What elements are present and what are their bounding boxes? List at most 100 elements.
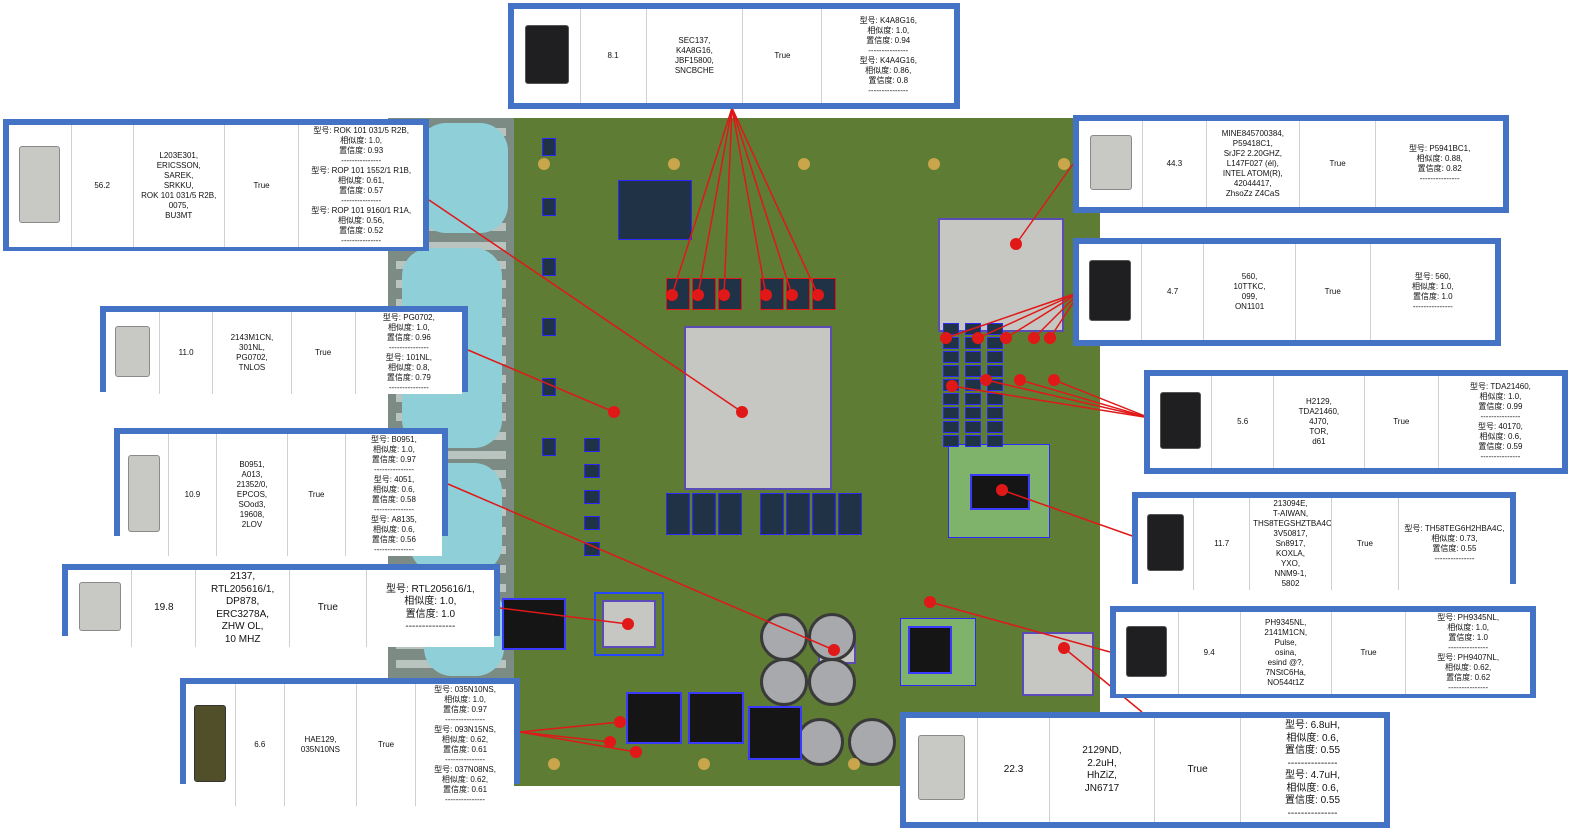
target-dot-oscillator: [622, 618, 634, 630]
component-thumbnail: [1079, 121, 1143, 207]
connector-block: [502, 598, 566, 650]
size-score: 8.1: [579, 9, 646, 103]
component-thumbnail-image: [1089, 260, 1131, 321]
passive-component: [943, 351, 959, 363]
match-status: True: [1154, 718, 1241, 822]
passive-component: [542, 258, 556, 276]
component-thumbnail-image: [1160, 391, 1201, 450]
leader-line-tda21460: [1019, 379, 1151, 419]
memory-chip: [760, 493, 784, 535]
leader-line-intel-atom: [1015, 163, 1074, 245]
match-status: True: [356, 684, 416, 806]
ericsson-soc-package: [684, 326, 832, 490]
leader-line-tda21460: [1053, 379, 1151, 419]
passive-component: [584, 490, 600, 504]
hae129-package: [688, 692, 744, 744]
leader-line-memory: [723, 107, 733, 296]
passive-component: [987, 407, 1003, 419]
pcb-board-photo: [388, 118, 1100, 786]
electrolytic-capacitor: [848, 718, 896, 766]
component-thumbnail-image: [917, 735, 966, 801]
component-thumbnail-image: [78, 582, 121, 631]
leader-line-memory: [731, 107, 819, 296]
model-matches: 型号: RTL205616/1, 相似度: 1.0, 置信度: 1.0 ----…: [365, 570, 494, 647]
component-thumbnail: [106, 312, 159, 394]
memory-chip: [838, 493, 862, 535]
memory-chip: [692, 493, 716, 535]
target-dot-memory: [692, 289, 704, 301]
leader-line-oscillator: [499, 607, 629, 625]
component-thumbnail: [1116, 612, 1178, 694]
passive-component: [965, 435, 981, 447]
leader-line-ericsson-soc: [428, 199, 743, 413]
target-dot-memory: [812, 289, 824, 301]
ocr-text: 2129ND, 2.2uH, HhZiZ, JN6717: [1048, 718, 1155, 822]
passive-component: [965, 393, 981, 405]
size-score: 11.0: [158, 312, 213, 394]
component-thumbnail: [1138, 498, 1194, 590]
passive-component: [943, 393, 959, 405]
ocr-text: B0951, A013, 21352/0, EPCOS, SOod3, 1960…: [216, 434, 288, 556]
size-score: 19.8: [131, 570, 196, 647]
passive-component: [965, 365, 981, 377]
electrolytic-capacitor: [808, 658, 856, 706]
model-matches: 型号: P5941BC1, 相似度: 0.88, 置信度: 0.82 -----…: [1375, 121, 1503, 207]
passive-component: [943, 323, 959, 335]
model-matches: 型号: 035N10NS, 相似度: 1.0, 置信度: 0.97 ------…: [415, 684, 514, 806]
passive-component: [987, 337, 1003, 349]
pulse-ph9345-chip: [908, 626, 952, 674]
leader-line-inductor-560: [1005, 291, 1081, 339]
inductor-2129nd: [1022, 632, 1094, 696]
passive-component: [542, 438, 556, 456]
leader-line-inductor-560: [945, 291, 1081, 339]
model-matches: 型号: K4A8G16, 相似度: 1.0, 置信度: 0.94 -------…: [821, 9, 954, 103]
size-score: 5.6: [1211, 376, 1274, 468]
passive-component: [584, 464, 600, 478]
target-dot-ericsson-soc: [736, 406, 748, 418]
model-matches: 型号: PG0702, 相似度: 1.0, 置信度: 0.96 --------…: [354, 312, 462, 394]
leader-line-hae129: [519, 731, 611, 743]
target-dot-intel-atom: [1010, 238, 1022, 250]
leader-line-memory: [731, 107, 793, 296]
passive-component: [584, 516, 600, 530]
mounting-hole: [548, 758, 560, 770]
model-matches: 型号: TDA21460, 相似度: 1.0, 置信度: 0.99 ------…: [1437, 376, 1562, 468]
leader-line-hae129: [519, 731, 637, 753]
match-status: True: [290, 312, 356, 394]
match-status: True: [1330, 498, 1399, 590]
leader-line-inductor-2129nd: [1063, 647, 1143, 713]
passive-component: [943, 421, 959, 433]
component-thumbnail-image: [1126, 625, 1168, 678]
passive-component: [943, 435, 959, 447]
leader-line-hae129: [519, 721, 621, 733]
target-dot-inductor-560: [940, 332, 952, 344]
target-dot-hae129: [630, 746, 642, 758]
component-thumbnail: [906, 718, 978, 822]
component-thumbnail: [1150, 376, 1212, 468]
passive-component: [987, 365, 1003, 377]
component-thumbnail: [68, 570, 132, 647]
leader-line-inductor-560: [1033, 291, 1081, 339]
component-thumbnail-image: [1147, 513, 1184, 572]
passive-component: [584, 438, 600, 452]
match-status: True: [1330, 612, 1406, 694]
passive-component: [987, 351, 1003, 363]
component-thumbnail: [120, 434, 168, 556]
target-dot-tda21460: [1048, 374, 1060, 386]
hae129-package: [626, 692, 682, 744]
